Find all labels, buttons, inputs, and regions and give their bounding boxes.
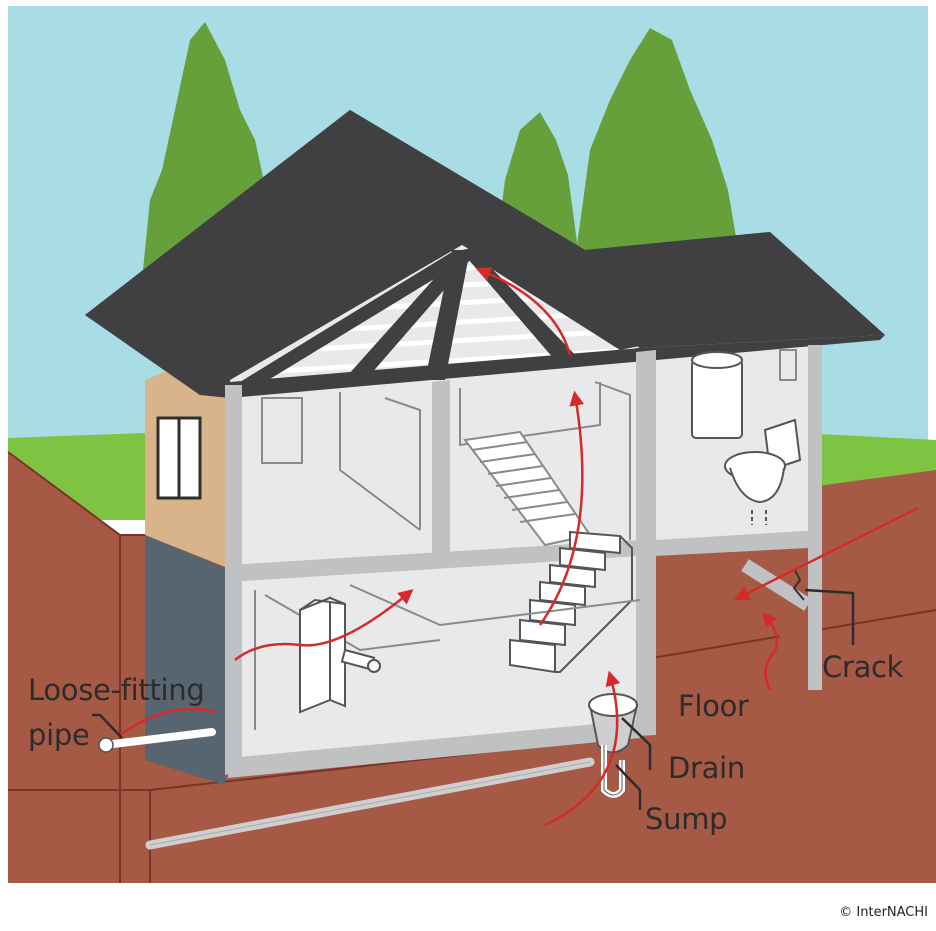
upper-middle-room: [459, 381, 631, 540]
basement-stairs-icon: [509, 530, 633, 674]
loose-pipe-icon: [98, 728, 216, 753]
arrow-basement-left: [234, 589, 414, 661]
radon-arrows: [119, 266, 919, 827]
basement-room: [254, 584, 641, 730]
pipe-icon: [145, 757, 595, 850]
copyright-credit: © InterNACHI: [839, 905, 928, 920]
arrow-up-stairs: [538, 390, 585, 626]
toilet-icon: [724, 418, 802, 525]
foundation-wall: [145, 535, 225, 785]
label-sump: Sump: [645, 802, 727, 836]
label-floor: Floor: [678, 689, 749, 723]
water-heater-icon: [691, 351, 743, 439]
label-crack: Crack: [822, 650, 904, 684]
window-icon: [156, 416, 202, 500]
arrow-pipe: [119, 707, 216, 737]
wall-frame: [225, 345, 822, 778]
label-pipe: pipe: [28, 718, 90, 752]
label-drain: Drain: [668, 751, 745, 785]
arrow-crack: [733, 506, 919, 601]
leader-lines: [92, 588, 855, 810]
crawlspace: [656, 548, 812, 690]
arrow-attic: [475, 266, 572, 356]
furnace-icon: [299, 596, 381, 714]
bathroom-window: [779, 349, 797, 381]
arrow-floor: [762, 611, 779, 691]
sump-pit-icon: [588, 693, 639, 798]
attic-visible: [230, 245, 640, 385]
roof-eaves: [85, 110, 885, 398]
label-loose-fitting: Loose-fitting: [28, 673, 205, 707]
upper-left-room: [261, 392, 421, 531]
arrow-sump: [544, 670, 621, 827]
